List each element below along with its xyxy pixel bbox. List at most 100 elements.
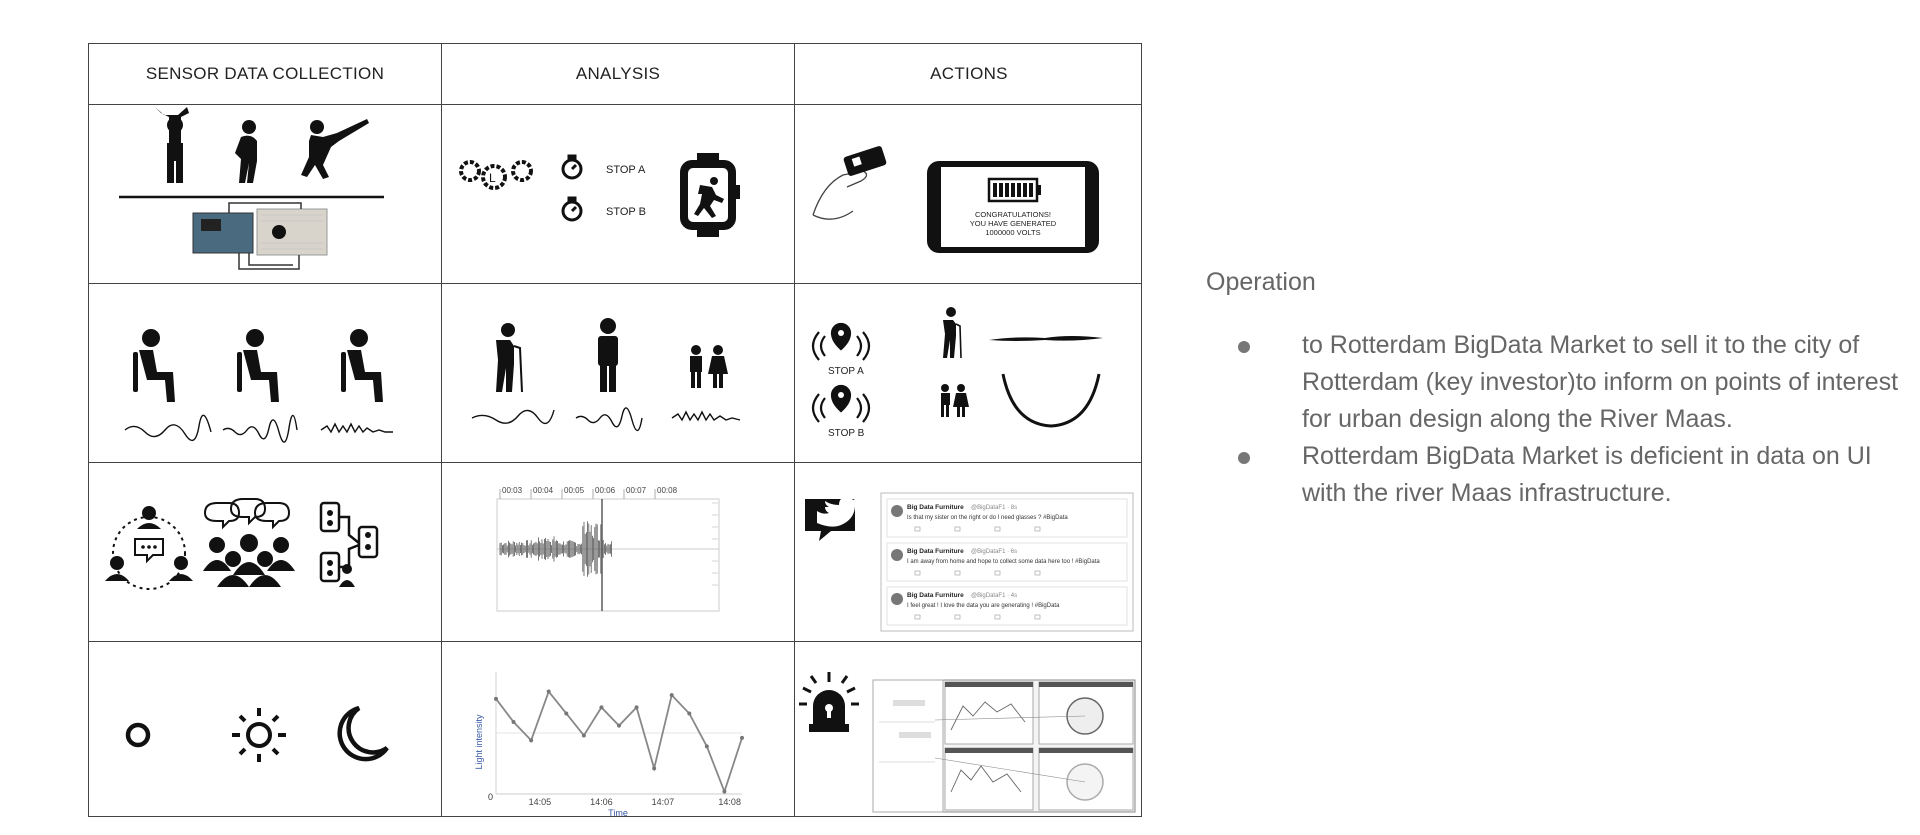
x-tick-label: 14:08 [718, 797, 741, 807]
children-icon [941, 384, 969, 417]
tweet-handle: @BigDataF1 · 8s [971, 505, 1017, 511]
cell-analysis-demographics [442, 284, 794, 462]
header-sensor-data-collection: SENSOR DATA COLLECTION [145, 64, 385, 83]
column-divider [441, 44, 442, 816]
phone-message-line-1: CONGRATULATIONS! [975, 210, 1051, 219]
children-icon [690, 345, 728, 388]
tweet-handle: @BigDataF1 · 6s [971, 549, 1017, 555]
header-actions: ACTIONS [930, 64, 1008, 83]
tweet-text: Is that my sister on the right or do I n… [907, 515, 1068, 521]
row-divider [89, 104, 1141, 105]
cell-sensor-motion [89, 105, 441, 283]
cell-sensor-social [89, 463, 441, 641]
chart-data-point [740, 735, 744, 740]
cell-analysis-light-chart: 14:05 14:06 14:07 14:08 0 Time Light intens… [442, 642, 794, 818]
cell-actions-twitter: Big Data Furniture @BigDataF1 · 8s Is that… [795, 463, 1143, 641]
seated-person-icon [341, 329, 383, 402]
avatar [891, 549, 903, 561]
cell-actions-alarm [795, 642, 1143, 818]
x-axis-title: Time [608, 808, 628, 818]
operation-heading: Operation [1206, 268, 1316, 296]
waveform-signal [499, 521, 613, 577]
chart-data-point [687, 711, 692, 716]
chart-series-line [495, 689, 743, 795]
tweet-action-icon[interactable] [914, 526, 921, 532]
bullet-text: to Rotterdam BigData Market to sell it t… [1302, 331, 1899, 433]
group-chat-icon [105, 506, 193, 590]
tweet-action-icon[interactable] [994, 570, 1001, 576]
circle-icon [125, 722, 151, 748]
arduino-board-icon [192, 202, 328, 270]
stop-b-label: STOP B [606, 206, 646, 218]
chat-network-icon [319, 501, 379, 587]
tweet-handle: @BigDataF1 · 4s [971, 593, 1017, 599]
phone-message-line-2: YOU HAVE GENERATED [970, 219, 1057, 228]
x-tick-label: 14:07 [652, 797, 675, 807]
tweet-action-icon[interactable] [1034, 614, 1041, 620]
person-climbing-icon [301, 119, 369, 179]
cell-analysis-stops: L STOP A STOP B [442, 105, 794, 283]
stop-a-label: STOP A [828, 366, 864, 377]
tweet-action-icon[interactable] [914, 614, 921, 620]
gears-icon: L [459, 160, 533, 190]
chart-data-point [704, 744, 709, 749]
location-signal-icon [811, 322, 871, 361]
alarm-siren-icon [799, 672, 859, 732]
tweet-action-icon[interactable] [954, 570, 961, 576]
smile-curve-icon [989, 336, 1103, 428]
stop-b-label: STOP B [828, 428, 865, 439]
waveform-time-tick: 00:06 [595, 486, 616, 495]
header-analysis: ANALYSIS [575, 64, 661, 83]
bullet-item: to Rotterdam BigData Market to sell it t… [1206, 327, 1906, 438]
person-walking-icon [235, 120, 257, 183]
tweet-action-icon[interactable] [1034, 570, 1041, 576]
waveform-time-tick: 00:08 [657, 486, 678, 495]
cell-sensor-light [89, 642, 441, 818]
phone-battery-icon: CONGRATULATIONS! YOU HAVE GENERATED 1000… [927, 161, 1099, 253]
tweet-action-icon[interactable] [994, 614, 1001, 620]
chart-data-point [494, 696, 498, 701]
tweet-text: I am away from home and hope to collect … [907, 559, 1100, 565]
bullet-item: Rotterdam BigData Market is deficient in… [1206, 438, 1906, 512]
chart-data-point [617, 723, 621, 728]
bullet-dot-icon [1238, 452, 1250, 464]
waveform-time-tick: 00:05 [564, 486, 585, 495]
bullet-text: Rotterdam BigData Market is deficient in… [1302, 442, 1872, 507]
chart-data-point [599, 705, 604, 710]
y-axis-zero-label: 0 [488, 792, 493, 802]
tweet-action-icon[interactable] [914, 570, 921, 576]
waveform-time-tick: 00:07 [626, 486, 647, 495]
tweet-author: Big Data Furniture [907, 504, 964, 511]
operation-panel: Operation to Rotterdam BigData Market to… [1206, 268, 1906, 512]
bullet-dot-icon [1238, 341, 1250, 353]
person-arms-up-icon [155, 107, 189, 183]
operations-table: SENSOR DATA COLLECTION ANALYSIS ACTIONS [88, 43, 1143, 818]
row-divider [89, 462, 1141, 463]
crowd-icon [203, 498, 295, 587]
row-divider [89, 641, 1141, 642]
chart-data-point [634, 705, 639, 710]
column-divider [794, 44, 795, 816]
chart-data-point [669, 693, 674, 698]
tweet-text: I feel great ! I love the data you are g… [907, 603, 1060, 609]
stopwatch-icon [561, 154, 583, 222]
moon-icon [337, 705, 389, 762]
tweet-author: Big Data Furniture [907, 548, 964, 555]
avatar [891, 505, 903, 517]
x-tick-label: 14:06 [590, 797, 613, 807]
tweet-action-icon[interactable] [1034, 526, 1041, 532]
x-tick-label: 14:05 [529, 797, 552, 807]
tweet-action-icon[interactable] [954, 526, 961, 532]
y-axis-title: Light intensity [474, 714, 484, 770]
chart-data-point [546, 689, 551, 694]
tweet-action-icon[interactable] [994, 526, 1001, 532]
sun-icon [232, 708, 286, 762]
dashboard-screenshot-icon [872, 679, 1136, 813]
chart-data-point [722, 789, 727, 794]
chart-data-point [652, 766, 657, 771]
tweet-action-icon[interactable] [954, 614, 961, 620]
phone-message-line-3: 1000000 VOLTS [985, 228, 1040, 237]
chart-data-point [511, 720, 516, 725]
chart-data-point [529, 738, 534, 743]
svg-text:L: L [489, 171, 496, 185]
